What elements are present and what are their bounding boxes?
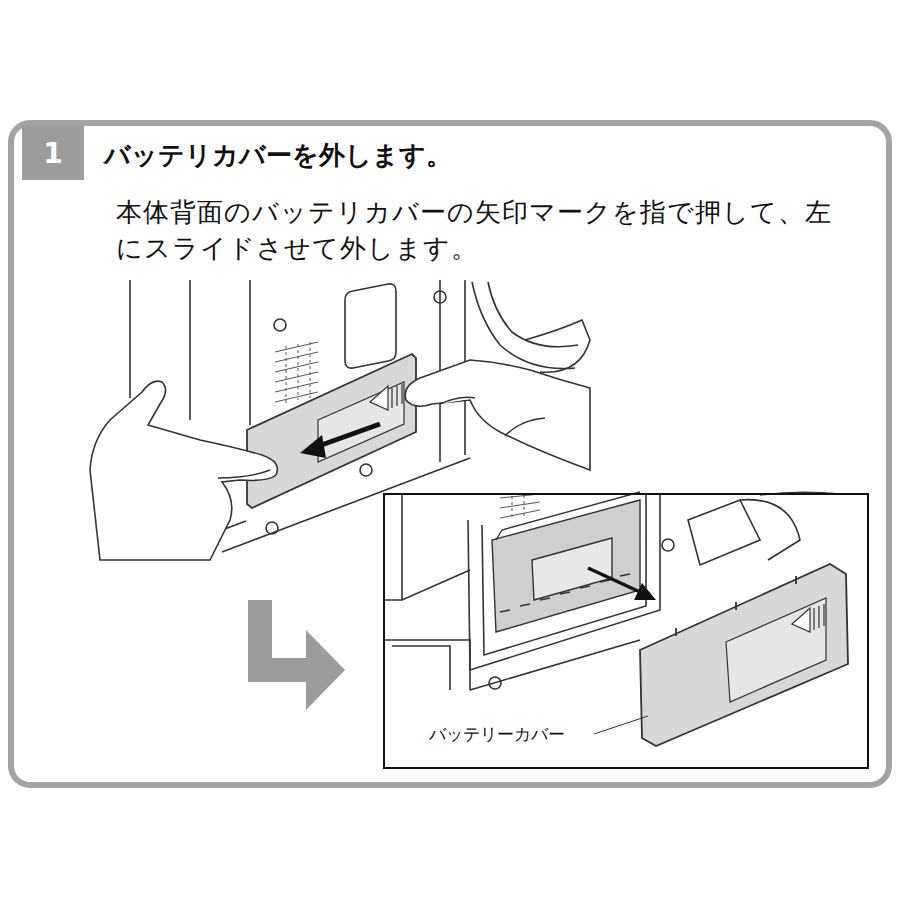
hose bbox=[472, 282, 590, 372]
right-hand bbox=[440, 397, 475, 404]
leader-line bbox=[594, 716, 648, 734]
slide-arrow bbox=[300, 435, 326, 458]
slide-arrow bbox=[300, 424, 380, 458]
pull-arrow bbox=[588, 568, 640, 592]
detail-inset: バッテリーカバー bbox=[383, 493, 869, 769]
inset-machine bbox=[401, 494, 403, 600]
machine-body bbox=[345, 284, 396, 368]
step-number-tab: 1 bbox=[22, 126, 84, 180]
battery-cover bbox=[318, 382, 404, 462]
machine-body bbox=[266, 522, 278, 534]
inset-vents bbox=[512, 495, 524, 520]
machine-body bbox=[249, 280, 251, 425]
left-hand bbox=[90, 381, 277, 560]
removed-cover bbox=[814, 604, 824, 630]
inset-machine bbox=[662, 539, 674, 551]
inset-machine bbox=[688, 500, 760, 565]
left-hand bbox=[90, 381, 277, 560]
removed-cover bbox=[676, 576, 796, 636]
right-hand bbox=[405, 360, 590, 470]
battery-pack bbox=[492, 500, 640, 632]
removed-cover bbox=[640, 564, 848, 746]
machine-body bbox=[434, 291, 446, 303]
vent-marks bbox=[275, 342, 318, 404]
removed-cover bbox=[726, 598, 826, 702]
slide-arrow bbox=[316, 424, 380, 447]
battery-cover bbox=[247, 354, 416, 508]
battery-cover bbox=[247, 354, 416, 508]
machine-body bbox=[274, 319, 286, 331]
right-hand bbox=[405, 360, 590, 470]
machine-body bbox=[360, 464, 372, 476]
battery-cover bbox=[392, 384, 402, 408]
pull-arrow bbox=[588, 568, 656, 600]
vent-marks bbox=[275, 342, 318, 402]
leader-line bbox=[594, 716, 648, 734]
inset-machine bbox=[392, 646, 450, 690]
pull-arrow bbox=[634, 583, 656, 600]
battery-pack bbox=[492, 492, 640, 632]
flow-arrow bbox=[248, 600, 345, 710]
inset-machine bbox=[482, 494, 646, 655]
battery-cover bbox=[370, 386, 388, 410]
step-title: バッテリカバーを外します。 bbox=[104, 138, 452, 173]
battery-pack bbox=[532, 538, 612, 600]
hose bbox=[525, 320, 590, 372]
inset-machine bbox=[468, 494, 660, 670]
inset-vents bbox=[500, 494, 540, 518]
inset-machine bbox=[470, 640, 640, 690]
machine-body bbox=[129, 280, 131, 398]
inset-machine bbox=[384, 640, 470, 690]
step-number: 1 bbox=[43, 137, 62, 170]
part-label: バッテリーカバー bbox=[427, 723, 567, 746]
inset-vents bbox=[500, 494, 540, 520]
left-hand bbox=[218, 470, 270, 478]
hose bbox=[472, 282, 575, 369]
flow-arrow bbox=[248, 600, 345, 710]
vent-marks bbox=[286, 342, 310, 404]
battery-pack bbox=[496, 492, 640, 540]
machine-body bbox=[189, 280, 191, 420]
inset-machine bbox=[384, 570, 470, 600]
removed-cover bbox=[640, 564, 848, 746]
step-panel: 1 バッテリーカバー バッテリカバーを外します。本体背面のバッテリカバーの矢印マーク… bbox=[8, 120, 892, 788]
inset-machine bbox=[740, 500, 800, 560]
inset-machine bbox=[489, 677, 501, 689]
right-hand bbox=[505, 418, 545, 436]
removed-cover bbox=[792, 608, 810, 632]
step-instruction: 本体背面のバッテリカバーの矢印マークを指で押して、左にスライドさせて外します。 bbox=[116, 194, 856, 266]
